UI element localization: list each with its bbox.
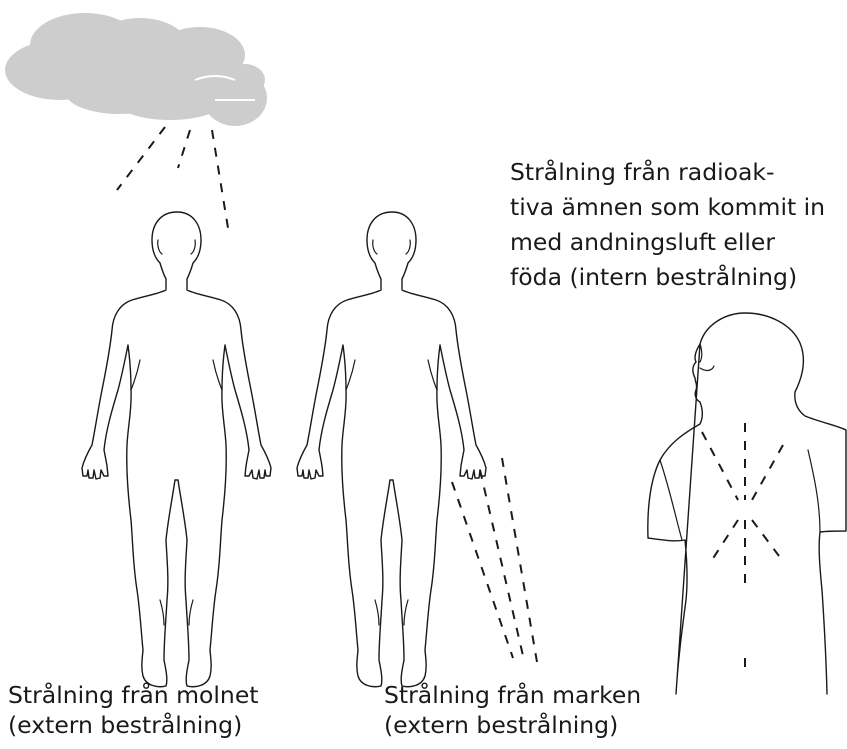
cloud <box>5 13 267 126</box>
caption-line: Strålning från radioak- <box>510 155 825 190</box>
ground-rays <box>452 458 537 662</box>
caption-line: (extern bestrålning) <box>384 710 641 740</box>
caption-line: (extern bestrålning) <box>8 710 259 740</box>
caption-line: Strålning från marken <box>384 680 641 710</box>
caption-line: Strålning från molnet <box>8 680 259 710</box>
caption-ground-radiation: Strålning från marken (extern bestrålnin… <box>384 680 641 740</box>
caption-cloud-radiation: Strålning från molnet (extern bestrålnin… <box>8 680 259 740</box>
human-figure-front-2 <box>297 212 486 687</box>
caption-line: tiva ämnen som kommit in <box>510 190 825 225</box>
human-figure-back <box>648 313 846 694</box>
caption-line: med andningsluft eller <box>510 225 825 260</box>
caption-line: föda (intern bestrålning) <box>510 260 825 295</box>
human-figure-front-1 <box>82 212 271 687</box>
caption-internal-radiation: Strålning från radioak- tiva ämnen som k… <box>510 155 825 295</box>
